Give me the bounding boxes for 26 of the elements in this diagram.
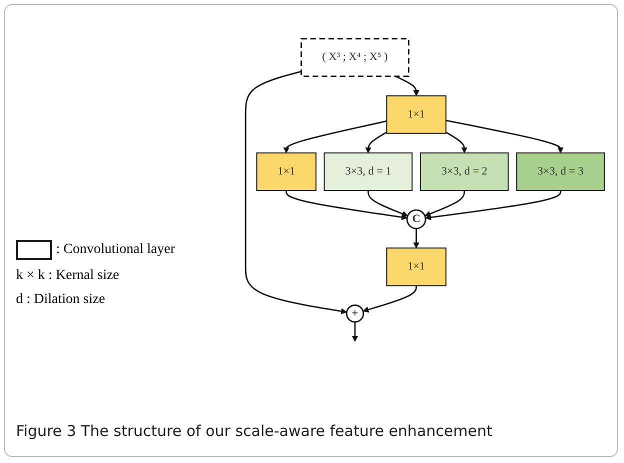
node-circle: C bbox=[406, 209, 426, 230]
legend-note: d : Dilation size bbox=[16, 292, 106, 308]
node-box: ( X³ ; X⁴ ; X⁵ ) bbox=[300, 38, 410, 77]
legend-text: : Convolutional layer bbox=[56, 242, 175, 258]
arrow bbox=[352, 322, 358, 342]
arrow bbox=[368, 190, 408, 217]
arrow bbox=[365, 132, 388, 154]
arrow bbox=[283, 120, 387, 154]
node-box: 3×3, d = 2 bbox=[420, 152, 509, 192]
arrow bbox=[362, 286, 417, 313]
node-box: 1×1 bbox=[256, 152, 316, 192]
node-box: 1×1 bbox=[386, 248, 446, 286]
arrow bbox=[446, 120, 564, 154]
legend-note: k × k : Kernal size bbox=[16, 268, 120, 284]
figure-caption: Figure 3 The structure of our scale-aware feature enhancement bbox=[16, 422, 492, 440]
arrow bbox=[395, 76, 420, 96]
node-box: 3×3, d = 3 bbox=[516, 152, 605, 192]
arrow bbox=[425, 190, 562, 220]
node-box: 3×3, d = 1 bbox=[324, 152, 413, 192]
node-circle: + bbox=[346, 304, 364, 323]
arrow bbox=[424, 190, 466, 217]
node-box: 1×1 bbox=[386, 95, 446, 134]
arrow bbox=[244, 70, 347, 314]
arrow bbox=[446, 132, 468, 154]
arrow bbox=[413, 228, 420, 248]
arrow bbox=[286, 190, 408, 220]
